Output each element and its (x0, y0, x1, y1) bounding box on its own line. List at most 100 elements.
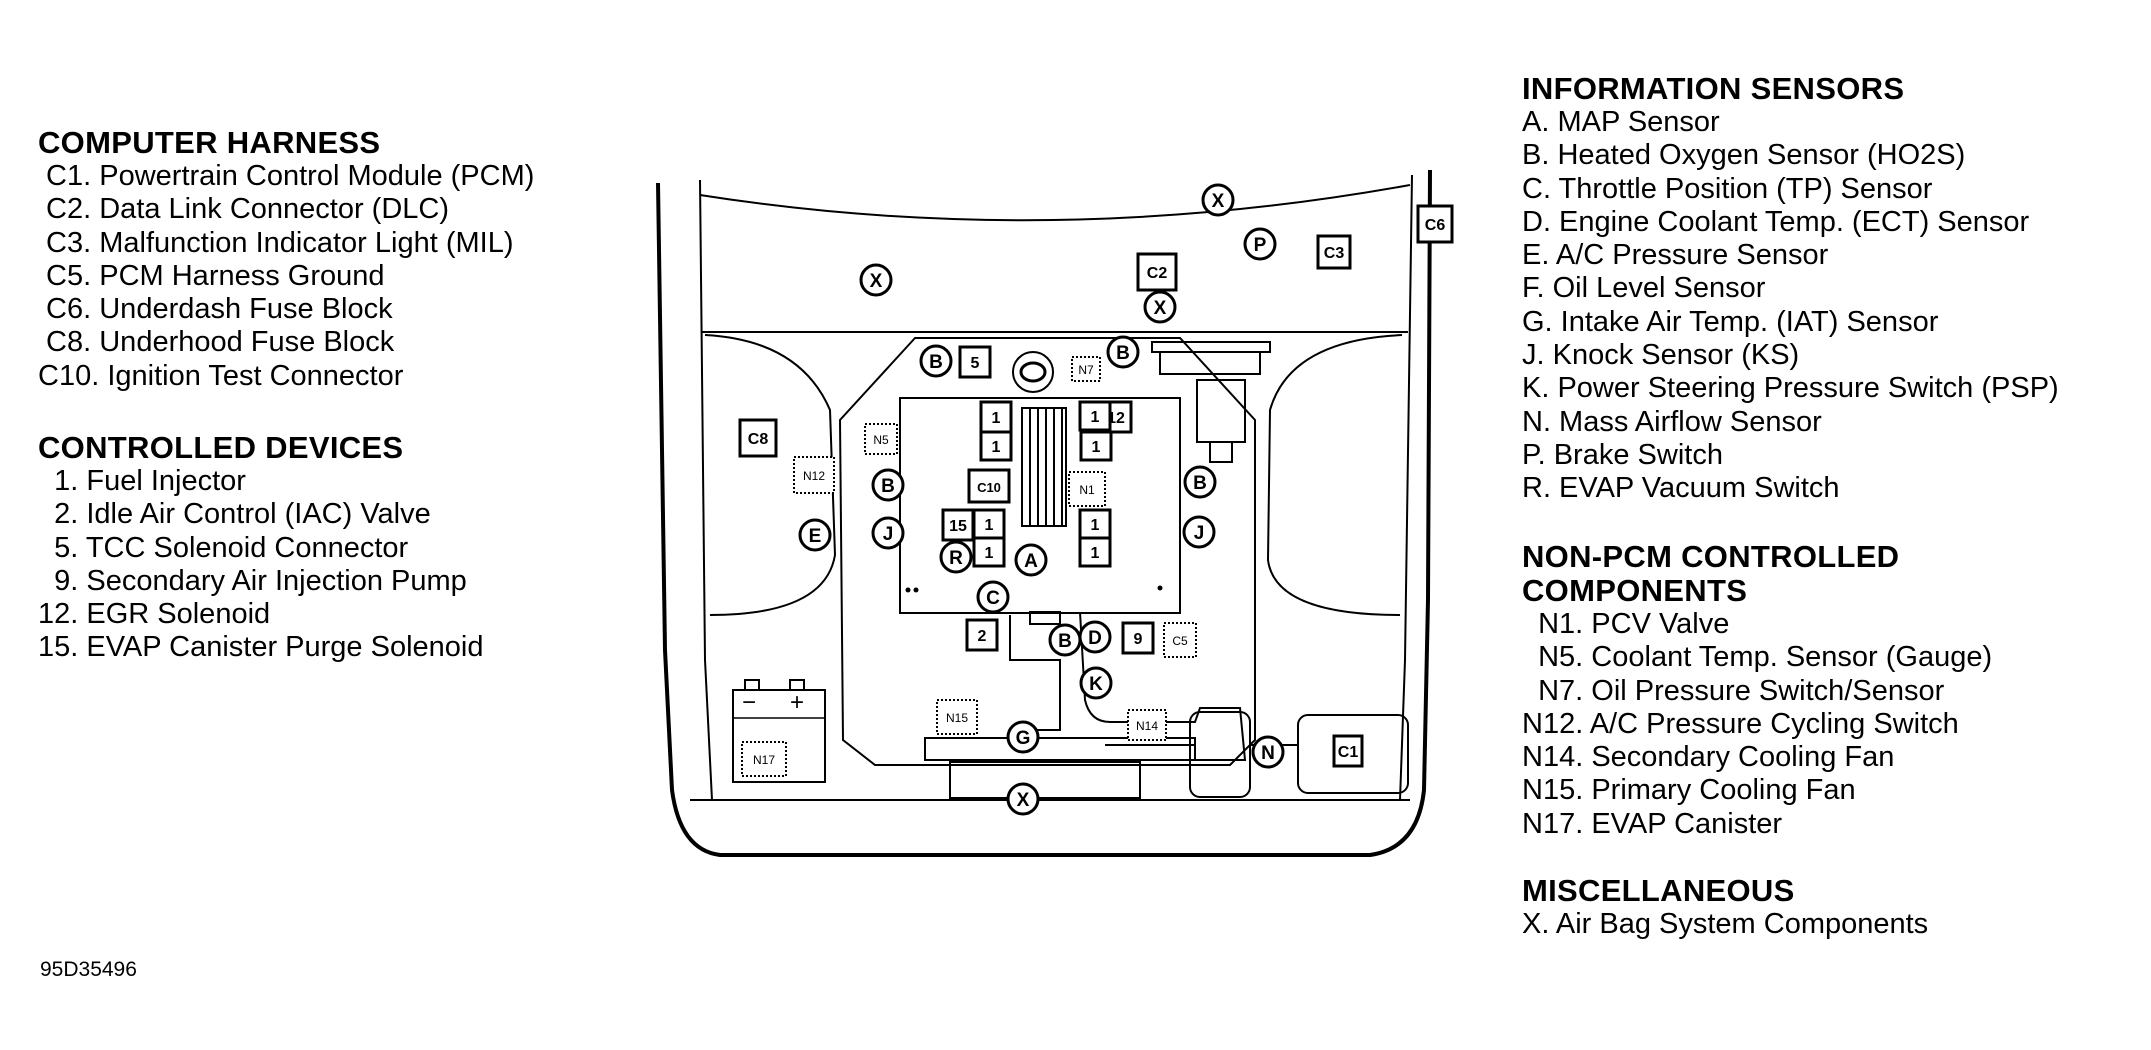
non-pcm-title-line2: COMPONENTS (1522, 573, 1748, 608)
callout-circle (1014, 543, 1048, 577)
legend-item: N1. PCV Valve (1522, 608, 1730, 640)
injector-box-label: 1 (1092, 439, 1101, 456)
information-sensors-legend: INFORMATION SENSORS A. MAP Sensor B. Hea… (1522, 72, 2059, 506)
component-box-label: C3 (1324, 245, 1345, 262)
component-box (1136, 252, 1178, 292)
injector-box (1078, 508, 1112, 540)
callout-circle-label: B (1116, 343, 1130, 364)
legend-item: A. MAP Sensor (1522, 106, 1720, 138)
callout-circle (1006, 720, 1040, 754)
callout-circle (1183, 465, 1217, 499)
callout-circle (1182, 515, 1216, 549)
component-box-label: 2 (978, 628, 987, 645)
legend-item: C6. Underdash Fuse Block (38, 293, 393, 326)
legend-item: P. Brake Switch (1522, 438, 1723, 471)
legend-item: C10. Ignition Test Connector (38, 359, 404, 392)
legend-item: K. Power Steering Pressure Switch (PSP) (1522, 372, 2059, 405)
dotted-component-label: N15 (946, 711, 968, 725)
callout-circle (1143, 290, 1177, 324)
legend-item: C. Throttle Position (TP) Sensor (1522, 172, 1933, 205)
legend-item: E. A/C Pressure Sensor (1522, 239, 1829, 272)
injector-box-label: 1 (985, 517, 994, 534)
callout-circle-label: B (1193, 473, 1207, 494)
dotted-component-label: N7 (1078, 363, 1094, 377)
callout-circle-label: A (1024, 551, 1038, 572)
component-box-label: 1 (992, 410, 1001, 427)
callout-circle (871, 468, 905, 502)
legend-item: F. Oil Level Sensor (1522, 272, 1766, 305)
legend-item: N12. A/C Pressure Cycling Switch (1522, 707, 1959, 740)
dotted-component-label: N17 (753, 753, 775, 767)
callout-circle (919, 344, 953, 378)
dotted-component-box (741, 741, 787, 777)
legend-item: C5. PCM Harness Ground (38, 259, 385, 292)
legend-item: C2. Data Link Connector (DLC) (38, 193, 449, 226)
legend-item: N7. Oil Pressure Switch/Sensor (1522, 674, 1945, 707)
battery-plus-label: + (790, 689, 804, 716)
injector-box (1079, 430, 1113, 462)
callout-circle-label: E (809, 526, 822, 547)
callout-circle (1078, 620, 1112, 654)
callout-circle-label: C (986, 588, 1000, 609)
dotted-component-box (864, 423, 898, 455)
injector-box (1078, 400, 1112, 432)
miscellaneous-legend: MISCELLANEOUS X. Air Bag System Componen… (1522, 874, 1928, 941)
callout-circle (976, 580, 1010, 614)
component-box (941, 508, 975, 542)
dotted-component-box (1071, 356, 1101, 382)
controlled-devices-legend: CONTROLLED DEVICES 1. Fuel Injector 2. I… (38, 431, 483, 665)
legend-item: N5. Coolant Temp. Sensor (Gauge) (1522, 641, 1993, 674)
dotted-component-label: C5 (1172, 634, 1188, 648)
non-pcm-legend: NON-PCM CONTROLLED COMPONENTS N1. PCV Va… (1522, 540, 1992, 841)
injector-box-label: 1 (992, 439, 1001, 456)
callout-circle (859, 263, 893, 297)
callout-circle (1006, 782, 1040, 816)
component-box (1316, 234, 1352, 270)
component-box (979, 400, 1013, 434)
dotted-component-box (793, 456, 835, 494)
injector-box (979, 430, 1013, 462)
computer-harness-legend: COMPUTER HARNESS C1. Powertrain Control … (38, 126, 534, 393)
callout-circle-label: R (949, 548, 963, 569)
non-pcm-title-line1: NON-PCM CONTROLLED (1522, 539, 1900, 574)
legend-item: 2. Idle Air Control (IAC) Valve (38, 498, 431, 531)
dotted-component-label: N5 (873, 433, 889, 447)
callout-circle-label: J (883, 524, 894, 545)
injector-box-label: 1 (1091, 517, 1100, 534)
component-box (738, 418, 778, 458)
component-box-label: C6 (1425, 217, 1446, 234)
component-box (958, 345, 992, 379)
callout-circle-label: D (1088, 628, 1102, 649)
battery-minus-label: − (742, 689, 756, 716)
component-box-label: 5 (971, 355, 980, 372)
callout-circle (1201, 183, 1235, 217)
callout-circle-label: J (1194, 523, 1205, 544)
legend-item: N14. Secondary Cooling Fan (1522, 741, 1895, 774)
figure-code: 95D35496 (40, 958, 137, 981)
component-box (1416, 204, 1454, 244)
component-box-label: 9 (1134, 631, 1143, 648)
legend-item: N17. EVAP Canister (1522, 807, 1783, 840)
injector-box-label: 1 (1091, 409, 1100, 426)
component-box (965, 618, 999, 652)
dotted-component-label: N1 (1079, 483, 1095, 497)
legend-item: 12. EGR Solenoid (38, 598, 271, 631)
dotted-component-box (936, 699, 978, 735)
callout-circle (939, 540, 973, 574)
callout-circle-label: K (1089, 674, 1103, 695)
component-box (967, 468, 1011, 504)
controlled-devices-title: CONTROLLED DEVICES (38, 430, 404, 465)
legend-item: N. Mass Airflow Sensor (1522, 405, 1822, 438)
component-box (1332, 734, 1364, 768)
dotted-component-label: N14 (1136, 719, 1158, 733)
component-box-label: 15 (949, 518, 967, 535)
callout-circle (798, 518, 832, 552)
dotted-component-box (1068, 471, 1106, 507)
component-box-label: C2 (1147, 265, 1168, 282)
callout-circle-label: B (1058, 631, 1072, 652)
legend-item: 15. EVAP Canister Purge Solenoid (38, 631, 484, 664)
callout-circle-label: X (1212, 191, 1225, 212)
legend-item: 1. Fuel Injector (38, 465, 246, 497)
injector-box-label: 1 (1091, 545, 1100, 562)
